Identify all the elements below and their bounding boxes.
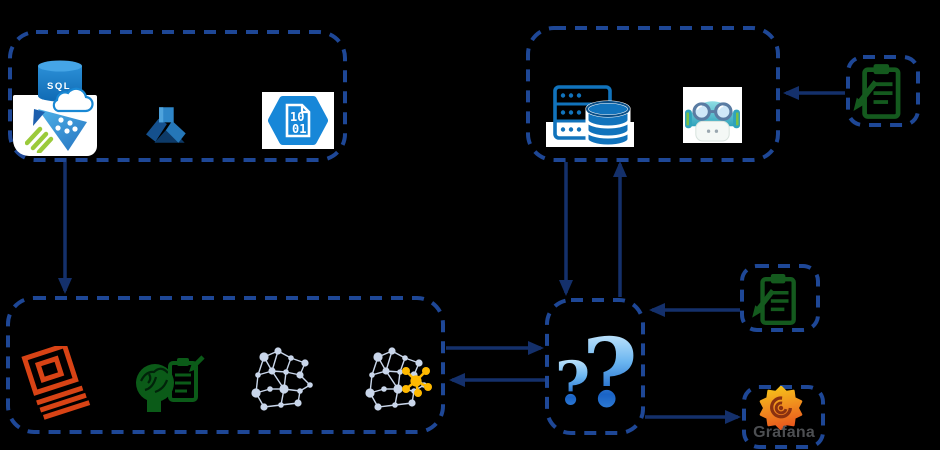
- box-processing: [6, 296, 445, 434]
- server-database-icon: [553, 85, 631, 147]
- clipboard-mid-icon: [750, 273, 800, 327]
- binary-hexagon-icon: 10 01: [268, 96, 328, 145]
- box-grafana: [742, 385, 825, 449]
- stacked-documents-icon: [21, 346, 91, 420]
- box-question: [545, 298, 645, 435]
- box-checklist-mid: [740, 264, 820, 332]
- azure-sql-database-icon: SQL: [38, 60, 94, 113]
- svg-text:01: 01: [292, 122, 306, 136]
- clipboard-top-icon: [851, 63, 905, 121]
- grafana-logo-icon: [759, 386, 803, 430]
- brain-checklist-icon: [136, 355, 205, 412]
- network-graph-icon: [250, 346, 314, 412]
- box-data-sources: [8, 30, 347, 162]
- grafana-label: Grafana: [753, 424, 815, 441]
- box-serving: [526, 26, 780, 162]
- svg-text:10: 10: [290, 110, 304, 124]
- question-mark-small: ?: [555, 349, 591, 419]
- network-graph-highlighted-icon: [364, 346, 432, 412]
- bot-icon: [685, 101, 740, 142]
- azure-data-lake-icon: [146, 107, 186, 143]
- question-mark-big: ?: [582, 318, 638, 429]
- azure-data-explorer-icon: [25, 109, 87, 153]
- svg-text:SQL: SQL: [47, 81, 71, 92]
